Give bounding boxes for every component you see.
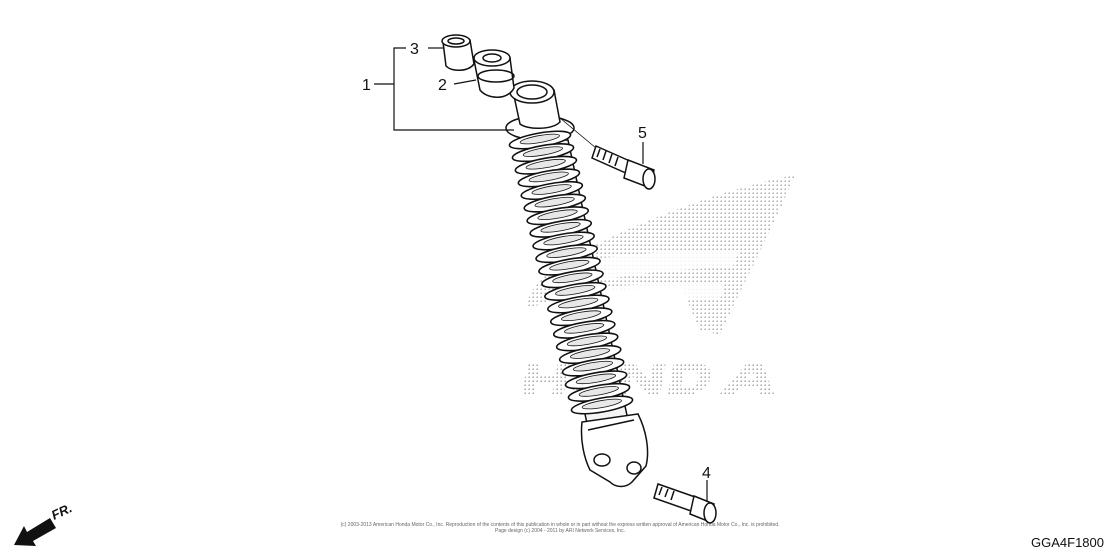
spring-coil-inner <box>519 133 560 145</box>
direction-label: FR. <box>49 500 74 522</box>
copyright-line-1: (c) 2003-2013 American Honda Motor Co., … <box>340 522 780 528</box>
spring-coil-inner <box>578 386 619 397</box>
callout-labels: 1 2 3 4 5 <box>362 41 711 482</box>
spring-coil-inner <box>558 297 599 309</box>
honda-wordmark-watermark <box>522 362 774 394</box>
spring-coil-inner <box>555 285 596 296</box>
spring-coil-inner <box>564 323 605 334</box>
spring-coil-inner <box>543 234 584 246</box>
spring-coil-inner <box>552 272 593 284</box>
copyright-notice: (c) 2003-2013 American Honda Motor Co., … <box>300 522 820 534</box>
callout-2[interactable]: 2 <box>438 77 447 94</box>
callout-4[interactable]: 4 <box>702 465 711 482</box>
direction-arrow-icon <box>14 518 56 546</box>
spring-coil-inner <box>566 335 608 347</box>
bushing-part-2[interactable] <box>473 49 515 98</box>
spring-coil-inner <box>572 360 614 372</box>
callout-1[interactable]: 1 <box>362 77 371 94</box>
spring-coil-inner <box>537 209 578 221</box>
spring-coil-inner <box>540 222 581 233</box>
upper-bolt-part-5[interactable] <box>591 144 656 190</box>
spring-coil-inner <box>525 158 566 170</box>
spring-coil-inner <box>522 146 563 157</box>
callout-3[interactable]: 3 <box>410 41 419 58</box>
callout-5[interactable]: 5 <box>638 125 647 142</box>
lower-mount <box>580 413 649 488</box>
collar-part-3[interactable] <box>441 34 475 71</box>
spring-coil-inner <box>546 247 587 258</box>
spring-coil-inner <box>528 171 569 183</box>
lower-bolt-part-4[interactable] <box>653 483 717 524</box>
spring-coil-inner <box>549 259 590 271</box>
spring-coil-inner <box>581 398 622 410</box>
spring-coil-inner <box>561 310 602 322</box>
spring-coil-inner <box>569 348 611 359</box>
coil-spring <box>508 130 634 415</box>
spring-coil-inner <box>534 196 575 208</box>
leader-lines <box>374 47 708 502</box>
copyright-line-2: Page design (c) 2004 - 2011 by ARI Netwo… <box>495 528 625 534</box>
spring-coil-inner <box>575 373 617 385</box>
diagram-reference-code: GGA4F1800 <box>1031 535 1104 550</box>
front-direction-indicator: FR. <box>14 500 74 546</box>
spring-coil-inner <box>531 184 572 195</box>
